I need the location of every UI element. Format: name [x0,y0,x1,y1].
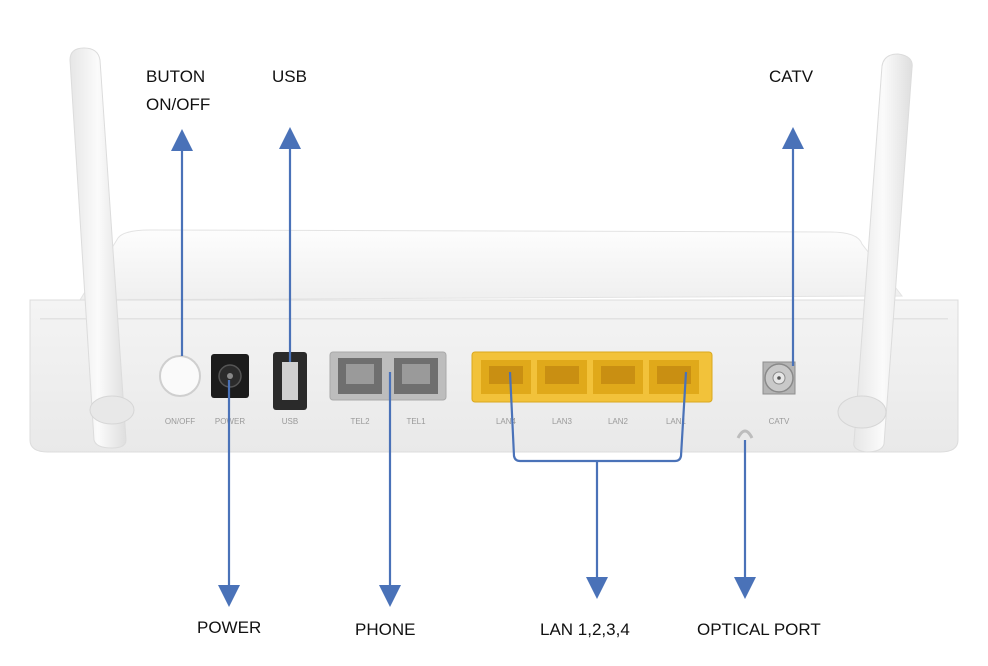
right-antenna [837,53,913,453]
phone-ports [329,351,447,401]
power-jack [211,354,249,398]
port-label-tel2: TEL2 [350,417,370,426]
callout-catv: CATV [769,67,814,86]
callout-optical: OPTICAL PORT [697,620,821,639]
router-top [79,229,904,301]
usb-port [273,352,307,410]
callout-usb: USB [272,67,307,86]
callout-buton: BUTON ON/OFF [146,63,210,119]
port-label-catv: CATV [769,417,790,426]
callout-buton-line2: ON/OFF [146,95,211,114]
port-label-tel1: TEL1 [406,417,426,426]
callout-phone: PHONE [355,620,416,639]
port-label-lan4: LAN4 [496,417,517,426]
left-antenna [69,47,135,449]
port-label-power: POWER [215,417,245,426]
optical-port-slot [736,429,754,439]
onoff-button [159,355,201,397]
callout-arrows [171,127,804,607]
catv-connector [762,361,796,395]
callout-buton-line1: BUTON [146,67,206,86]
port-label-lan2: LAN2 [608,417,629,426]
callout-power: POWER [197,618,262,637]
lan-ports [471,351,713,403]
port-label-onoff: ON/OFF [165,417,195,426]
port-label-lan1: LAN1 [666,417,687,426]
router-seam [40,318,948,320]
port-label-usb: USB [282,417,298,426]
port-label-lan3: LAN3 [552,417,573,426]
callout-lan: LAN 1,2,3,4 [540,620,630,639]
